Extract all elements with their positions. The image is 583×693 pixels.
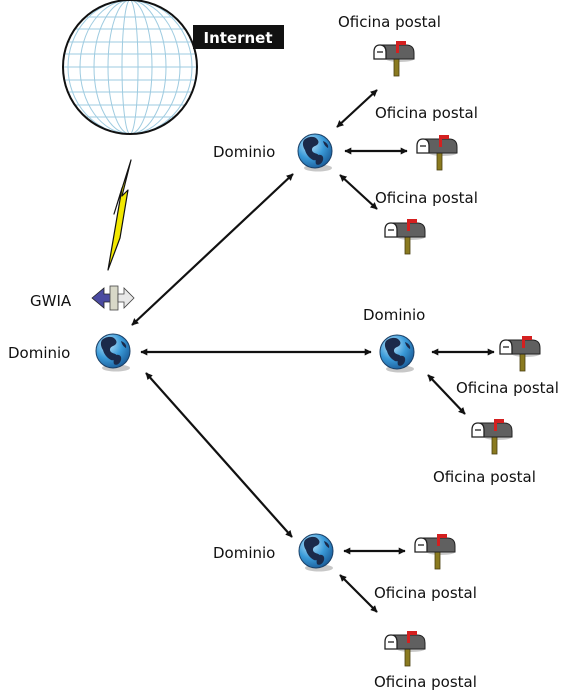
post-office-bottom-1-mailbox-icon [414,533,456,570]
domain-middle-label: Dominio [363,306,425,324]
domain-top-label: Dominio [213,143,275,161]
post-office-middle-1-mailbox-icon [499,335,541,372]
link-primary-top [131,173,294,326]
post-office-top-1-label: Oficina postal [338,13,441,31]
internet-label: Internet [203,29,272,47]
post-office-top-2-label: Oficina postal [375,104,478,122]
post-office-top-2-mailbox-icon [416,134,458,171]
post-office-bottom-1-label: Oficina postal [374,584,477,602]
post-office-middle-2-label: Oficina postal [433,468,536,486]
link-top-po3 [339,174,378,210]
post-office-bottom-2-label: Oficina postal [374,673,477,691]
lightning-icon [107,159,132,271]
post-office-top-3-mailbox-icon [384,218,426,255]
link-bottom-po2 [339,574,378,613]
post-office-bottom-2-mailbox-icon [384,630,426,667]
post-office-middle-2-mailbox-icon [471,418,513,455]
link-primary-bottom [145,372,293,538]
gwia-label: GWIA [30,292,72,310]
internet-globe-icon [62,0,198,135]
domain-primary-label: Dominio [8,344,70,362]
link-top-po1 [336,89,378,128]
post-office-top-3-label: Oficina postal [375,189,478,207]
domain-primary-globe-icon [95,333,131,372]
internet-label-box: Internet [193,25,284,49]
gwia-gateway-icon [91,285,135,311]
domain-middle-globe-icon [379,334,415,373]
domain-top-globe-icon [297,133,333,172]
link-middle-po2 [427,374,466,415]
post-office-middle-1-label: Oficina postal [456,379,559,397]
domain-bottom-globe-icon [298,533,334,572]
domain-bottom-label: Dominio [213,544,275,562]
post-office-top-1-mailbox-icon [373,40,415,77]
